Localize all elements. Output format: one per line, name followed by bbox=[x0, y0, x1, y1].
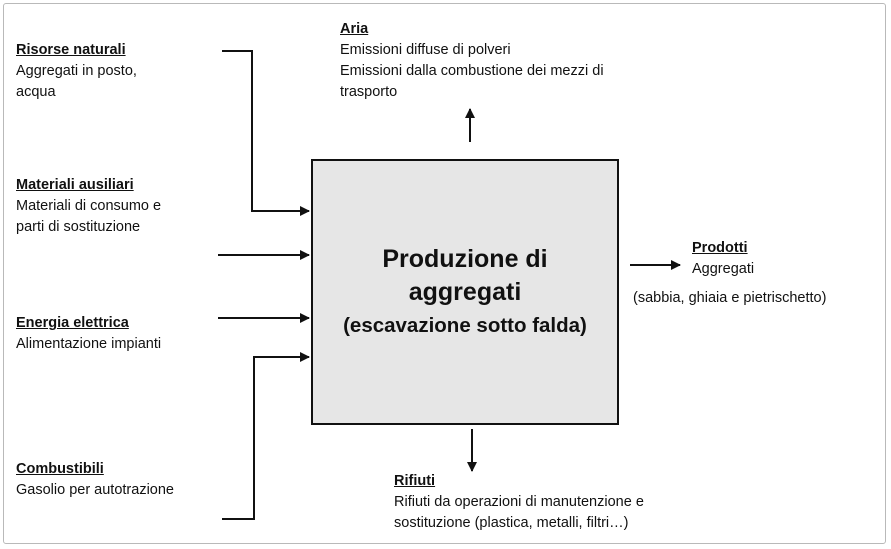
input-materiali-ausiliari: Materiali ausiliari Materiali di consumo… bbox=[16, 175, 161, 238]
process-title-line2: aggregati bbox=[408, 278, 522, 306]
figure-frame bbox=[3, 3, 886, 544]
output-aria-line: trasporto bbox=[340, 84, 398, 100]
process-subtitle: (escavazione sotto falda) bbox=[343, 314, 587, 337]
arrow-combustibili bbox=[222, 352, 310, 520]
output-rifiuti: Rifiuti Rifiuti da operazioni di manuten… bbox=[394, 471, 644, 534]
output-rifiuti-title: Rifiuti bbox=[394, 473, 436, 489]
input-risorse-line: acqua bbox=[16, 84, 56, 100]
output-prodotti-line: Aggregati bbox=[692, 261, 755, 277]
input-ausiliari-line: parti di sostituzione bbox=[16, 219, 141, 235]
input-ausiliari-line: Materiali di consumo e bbox=[16, 198, 162, 214]
input-risorse-line: Aggregati in posto, bbox=[16, 63, 137, 79]
output-rifiuti-line: Rifiuti da operazioni di manutenzione e bbox=[394, 494, 644, 510]
output-aria: Aria Emissioni diffuse di polveri Emissi… bbox=[340, 19, 604, 103]
arrow-risorse-naturali bbox=[222, 50, 310, 216]
input-ausiliari-title: Materiali ausiliari bbox=[16, 177, 134, 193]
input-combustibili: Combustibili Gasolio per autotrazione bbox=[16, 459, 174, 501]
output-rifiuti-line: sostituzione (plastica, metalli, filtri…… bbox=[394, 515, 629, 531]
output-prodotti-line: (sabbia, ghiaia e pietrischetto) bbox=[633, 290, 827, 306]
input-risorse-title: Risorse naturali bbox=[16, 42, 126, 58]
input-energia-elettrica: Energia elettrica Alimentazione impianti bbox=[16, 313, 161, 355]
input-combustibili-title: Combustibili bbox=[16, 461, 104, 477]
input-energia-title: Energia elettrica bbox=[16, 315, 129, 331]
output-aria-title: Aria bbox=[340, 21, 369, 37]
input-energia-line: Alimentazione impianti bbox=[16, 336, 162, 352]
process-title-line1: Produzione di bbox=[382, 245, 548, 273]
output-aria-line: Emissioni dalla combustione dei mezzi di bbox=[340, 63, 604, 79]
output-aria-line: Emissioni diffuse di polveri bbox=[340, 42, 511, 58]
output-prodotti: Prodotti Aggregati bbox=[692, 238, 754, 280]
input-risorse-naturali: Risorse naturali Aggregati in posto, acq… bbox=[16, 40, 137, 103]
input-combustibili-line: Gasolio per autotrazione bbox=[16, 482, 174, 498]
process-box: Produzione di aggregati (escavazione sot… bbox=[311, 159, 619, 425]
output-prodotti-title: Prodotti bbox=[692, 240, 748, 256]
output-prodotti-detail: (sabbia, ghiaia e pietrischetto) bbox=[633, 288, 826, 309]
